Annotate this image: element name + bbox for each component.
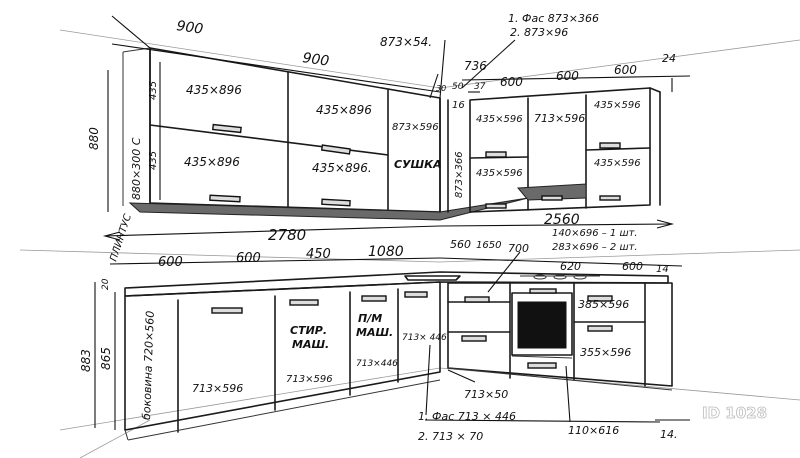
label-435x596-1: 435×596 xyxy=(476,114,523,125)
label-bottom-fac-2: 2. 713 × 70 xyxy=(418,430,483,443)
label-stir-1: СТИР. xyxy=(290,324,327,337)
dimension-lines xyxy=(94,15,691,430)
perspective-guides xyxy=(19,29,800,458)
label-873x366-vertical: 873×366 xyxy=(454,151,465,198)
label-713x446-v: 713× 446 xyxy=(402,333,447,343)
label-435x596-4: 435×596 xyxy=(594,158,641,169)
label-435-b: 435 xyxy=(148,151,159,170)
label-30: 30 xyxy=(436,84,446,93)
label-37: 37 xyxy=(474,82,486,92)
label-880x300: 880×300 С xyxy=(130,137,143,200)
label-600-a: 600 xyxy=(500,75,523,89)
label-600-bottom-c: 600 xyxy=(622,260,643,273)
label-450: 450 xyxy=(306,247,331,262)
labels: 900 900 873×54. 1. Фас 873×366 2. 873×96… xyxy=(79,12,767,443)
label-713x446-pm: 713×446 xyxy=(356,359,398,369)
label-600-bottom-a: 600 xyxy=(158,255,183,270)
label-1080: 1080 xyxy=(368,244,404,260)
label-713x596-top: 713×596 xyxy=(534,112,585,125)
label-fac-873x366: 1. Фас 873×366 xyxy=(508,12,599,25)
label-620: 620 xyxy=(560,260,581,273)
label-713x596-stir: 713×596 xyxy=(286,374,333,385)
label-bottom-fac-1: 1. Фас 713 × 446 xyxy=(418,410,516,423)
label-16: 16 xyxy=(452,100,465,111)
label-355x596: 355×596 xyxy=(580,346,631,359)
label-865: 865 xyxy=(99,347,113,370)
label-435x896-4: 435×896. xyxy=(312,161,372,175)
label-pm-1: П/М xyxy=(358,312,382,325)
lower-cabinets-right xyxy=(447,282,673,391)
label-50: 50 xyxy=(452,82,464,92)
label-600-b: 600 xyxy=(556,69,579,83)
label-bokovina: боковина 720×560 xyxy=(140,311,157,421)
lower-cabinets-left xyxy=(124,281,441,441)
upper-cabinets-right xyxy=(439,87,661,213)
label-700: 700 xyxy=(508,242,529,255)
label-stir-2: МАШ. xyxy=(292,338,329,351)
label-435x596-3: 435×596 xyxy=(594,100,641,111)
label-435x896-3: 435×896 xyxy=(316,103,372,117)
label-14-top: 14 xyxy=(656,264,669,275)
upper-cabinets-left xyxy=(122,47,529,221)
label-873x596: 873×596 xyxy=(392,122,439,133)
label-600-c: 600 xyxy=(614,63,637,77)
label-note-283: 283×696 – 2 шт. xyxy=(552,242,638,253)
label-14-bottom: 14. xyxy=(660,428,678,441)
label-900-right: 900 xyxy=(301,50,330,70)
label-435x596-2: 435×596 xyxy=(476,168,523,179)
label-sushka: СУШКА xyxy=(394,158,442,171)
label-110x616: 110×616 xyxy=(568,424,619,437)
label-note-140: 140×696 – 1 шт. xyxy=(552,228,638,239)
label-560: 560 xyxy=(450,238,471,251)
label-2780: 2780 xyxy=(268,226,306,244)
label-900-left: 900 xyxy=(175,18,204,38)
label-pm-2: МАШ. xyxy=(356,326,393,339)
label-883: 883 xyxy=(79,349,93,372)
label-435x896-2: 435×896 xyxy=(184,155,240,169)
label-713x50: 713×50 xyxy=(464,388,508,401)
label-385x596: 385×596 xyxy=(578,298,629,311)
label-435-a: 435 xyxy=(148,81,159,100)
label-873x54: 873×54. xyxy=(380,35,432,49)
label-1650: 1650 xyxy=(476,240,501,251)
watermark-id: ID 1028 xyxy=(702,404,767,422)
label-880: 880 xyxy=(87,127,101,150)
label-713x596-bottom: 713×596 xyxy=(192,382,243,395)
label-20: 20 xyxy=(101,278,111,290)
label-435x896-1: 435×896 xyxy=(186,83,242,97)
label-2560: 2560 xyxy=(544,212,580,228)
label-fac-873x96: 2. 873×96 xyxy=(510,26,568,39)
label-24: 24 xyxy=(662,52,676,65)
label-600-bottom-b: 600 xyxy=(236,251,261,266)
label-736: 736 xyxy=(464,59,487,73)
